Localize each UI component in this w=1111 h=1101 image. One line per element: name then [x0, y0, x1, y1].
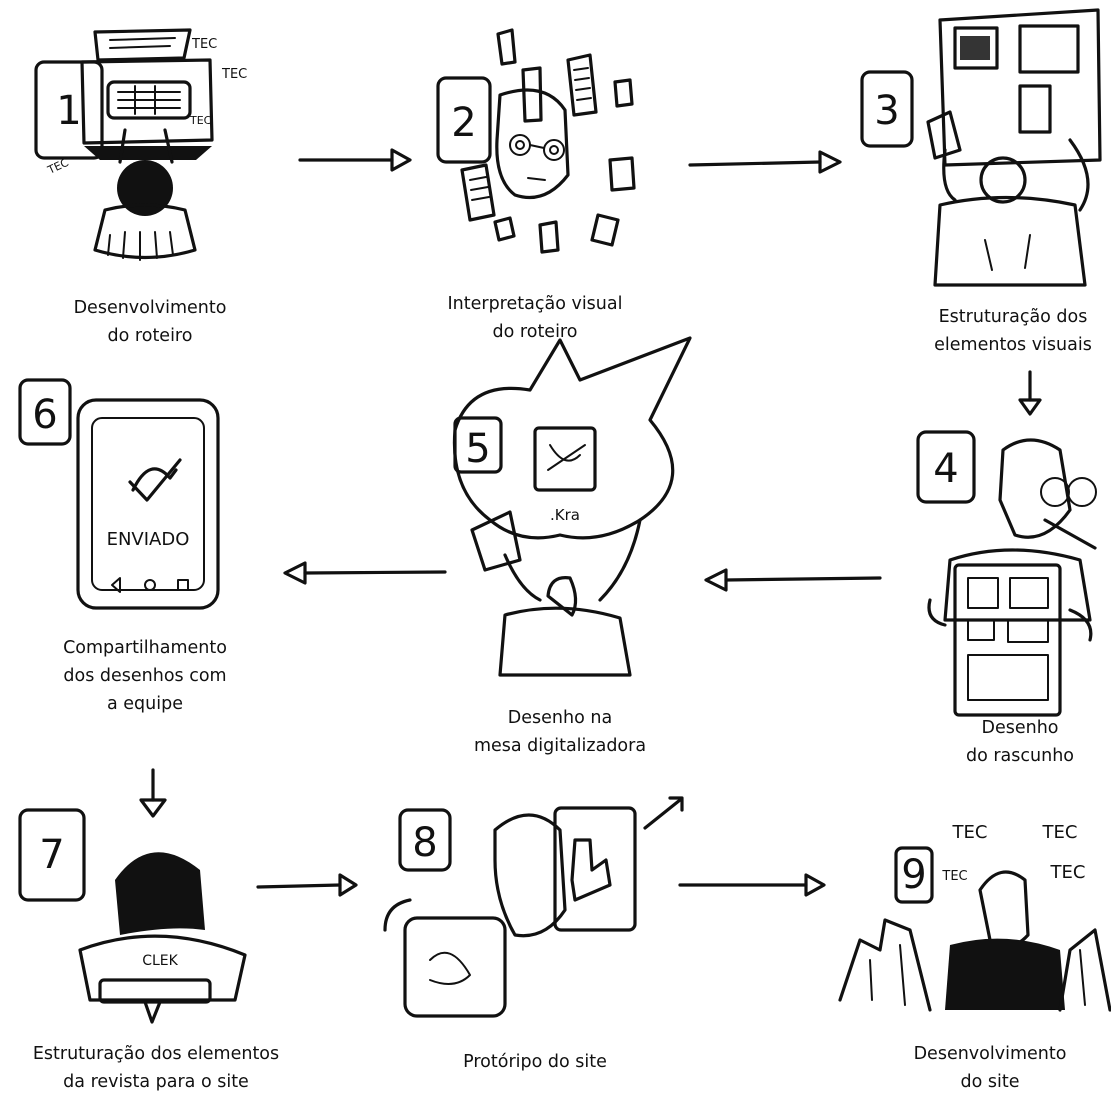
step-8-number: 8	[412, 820, 437, 866]
step-8-illustration: 8	[383, 796, 684, 1018]
step-9-sfx-1: TEC	[952, 822, 988, 843]
step-1-illustration: 1 TEC TEC TEC TEC	[34, 28, 247, 261]
step-9-illustration: 9 TEC TEC TEC TEC	[838, 822, 1111, 1012]
step-1-sfx-2: TEC	[221, 67, 247, 82]
step-1-sfx-3: TEC	[189, 114, 212, 127]
step-9-sfx-4: TEC	[1050, 862, 1086, 883]
arrow-2-to-3	[688, 150, 842, 174]
arrow-1-to-2	[298, 148, 412, 172]
step-5-number: 5	[465, 426, 490, 472]
step-2-number: 2	[451, 100, 476, 146]
step-4-number: 4	[933, 446, 958, 492]
step-8-caption: Protóripo do site	[463, 1052, 607, 1072]
step-1-number-box	[34, 60, 104, 160]
step-4-caption: Desenho do rascunho	[965, 718, 1075, 766]
step-2-caption: Interpretação visual do roteiro	[447, 294, 623, 342]
step-1-sfx-1: TEC	[191, 37, 217, 52]
step-3-number: 3	[874, 88, 899, 134]
step-5-illustration: 5 .Kra	[452, 336, 692, 677]
step-7-illustration: 7 CLEK	[18, 808, 247, 1024]
step-9-sfx-2: TEC	[1042, 822, 1078, 843]
arrow-7-to-8	[256, 873, 358, 897]
step-5-file-ext: .Kra	[550, 506, 580, 524]
arrow-6-to-7	[139, 768, 167, 818]
step-7-number: 7	[39, 832, 64, 878]
step-7-caption: Estruturação dos elementos da revista pa…	[32, 1044, 280, 1092]
step-2-illustration: 2	[436, 28, 636, 254]
step-9-sfx-3: TEC	[941, 869, 967, 884]
arrow-8-to-9	[678, 873, 826, 897]
arrow-5-to-6	[283, 561, 447, 585]
step-9-number: 9	[901, 852, 926, 898]
step-5-caption: Desenho na mesa digitalizadora	[473, 708, 647, 756]
step-6-caption: Compartilhamento dos desenhos com a equi…	[63, 638, 227, 714]
step-4-illustration: 4	[916, 430, 1097, 717]
step-6-number: 6	[32, 392, 57, 438]
arrow-4-to-5	[704, 568, 882, 592]
step-7-shirt-text: CLEK	[142, 953, 178, 969]
arrow-3-to-4	[1018, 370, 1042, 416]
step-1-caption: Desenvolvimento do roteiro	[73, 298, 227, 346]
step-6-screen-text: ENVIADO	[107, 529, 190, 550]
step-1-number: 1	[56, 88, 81, 134]
step-9-caption: Desenvolvimento do site	[913, 1044, 1067, 1092]
step-6-illustration: 6 ENVIADO	[18, 378, 220, 610]
step-3-illustration: 3	[860, 8, 1102, 287]
step-3-caption: Estruturação dos elementos visuais	[934, 307, 1092, 355]
